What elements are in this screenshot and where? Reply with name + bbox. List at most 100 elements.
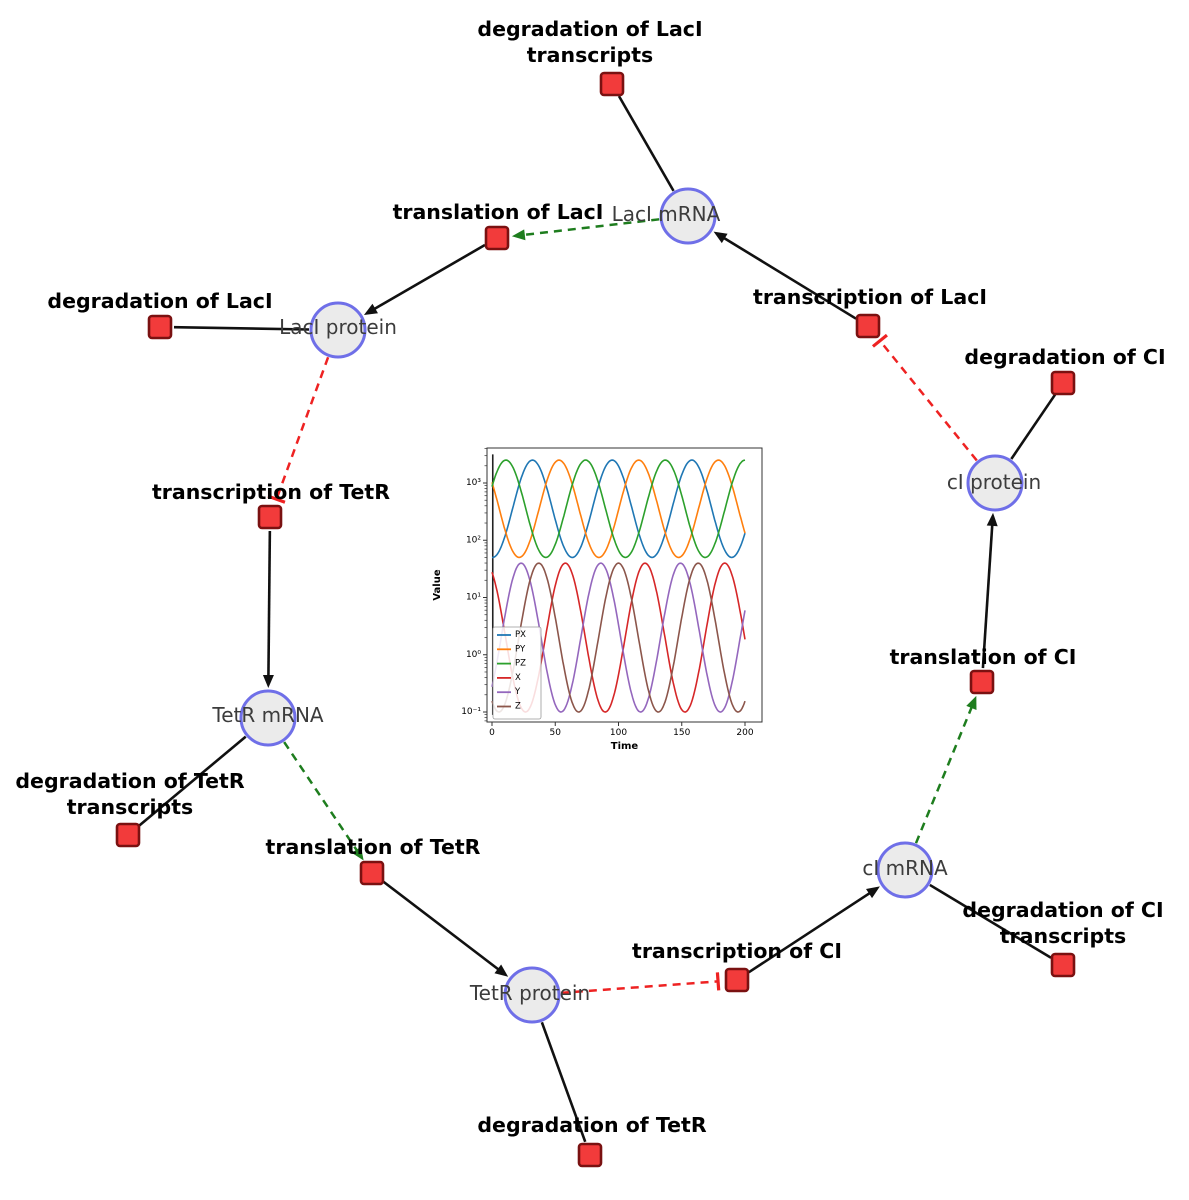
x-tick-label: 150 <box>673 728 690 738</box>
reaction-node-r_tx_ci[interactable] <box>724 967 750 993</box>
inhibition-edge-line <box>878 339 978 462</box>
reaction-node-r_deg_tetr_tx[interactable] <box>115 822 141 848</box>
production-edge-line <box>748 890 873 974</box>
legend-label-PZ: PZ <box>515 659 526 669</box>
reaction-label-r_transl_laci-line0: translation of LacI <box>393 200 604 224</box>
x-tick-label: 200 <box>736 728 753 738</box>
production-arrowhead <box>494 964 509 977</box>
y-tick-label: 10³ <box>466 478 481 488</box>
reaction-node-r_transl_tetr[interactable] <box>359 860 385 886</box>
edge-laci_protein-r_tx_tetr <box>267 356 330 504</box>
species-node-ci_protein[interactable] <box>966 454 1024 512</box>
inhibition-edge-line <box>275 356 330 500</box>
inhibition-tbar <box>715 972 721 991</box>
reaction-label-r_deg_laci_tx-line0: degradation of LacI <box>477 17 702 41</box>
reaction-node-r_deg_ci[interactable] <box>1050 370 1076 396</box>
x-axis-label: Time <box>611 741 639 752</box>
species-label-laci_mrna: LacI mRNA <box>612 202 721 226</box>
reaction-label-r_transl_ci-line0: translation of CI <box>890 645 1077 669</box>
consumption-edge-line <box>617 95 675 192</box>
consumption-edge-line <box>1010 393 1057 460</box>
reaction-label-r_tx_ci-line0: transcription of CI <box>632 939 842 963</box>
reaction-node-r_deg_laci_tx[interactable] <box>599 71 625 97</box>
inhibition-tbar <box>871 333 888 348</box>
inhibition-edge-line <box>560 980 719 995</box>
legend-label-Y: Y <box>514 687 521 697</box>
species-label-ci_protein: cI protein <box>947 470 1041 494</box>
species-node-laci_protein[interactable] <box>309 301 367 359</box>
species-label-laci_protein: LacI protein <box>279 315 397 339</box>
production-arrowhead <box>866 886 880 899</box>
species-node-ci_mrna[interactable] <box>876 841 934 899</box>
chart-legend: PX PY PZ XYZ <box>492 626 542 720</box>
legend-label-Z: Z <box>515 702 521 712</box>
legend-label-X: X <box>515 673 521 683</box>
edge-r_tx_tetr-tetr_mrna <box>262 530 274 689</box>
reaction-label-r_deg_tetr-line0: degradation of TetR <box>477 1113 706 1137</box>
reaction-node-r_transl_ci[interactable] <box>969 669 995 695</box>
production-edge-line <box>371 243 486 312</box>
species-node-tetr_protein[interactable] <box>503 966 561 1024</box>
edge-ci_mrna-r_transl_ci <box>914 695 977 844</box>
edge-tetr_protein-r_deg_tetr <box>540 1021 587 1143</box>
edge-ci_protein-r_tx_laci <box>871 333 978 462</box>
edge-tetr_protein-r_tx_ci <box>560 972 721 995</box>
y-tick-label: 10⁰ <box>466 650 481 660</box>
reaction-label-r_deg_tetr_tx-line1: transcripts <box>67 795 194 819</box>
edge-laci_mrna-r_deg_laci_tx <box>617 95 675 192</box>
y-tick-label: 10¹ <box>466 593 481 603</box>
reaction-node-r_tx_tetr[interactable] <box>257 504 283 530</box>
edge-r_transl_tetr-tetr_protein <box>382 880 509 977</box>
consumption-edge-line <box>137 735 247 828</box>
reaction-node-r_deg_ci_tx[interactable] <box>1050 952 1076 978</box>
production-arrowhead <box>262 674 274 689</box>
edge-ci_protein-r_deg_ci <box>1010 393 1057 460</box>
consumption-edge-line <box>929 883 1052 959</box>
inhibition-tbar <box>267 494 286 504</box>
x-tick-label: 0 <box>489 728 495 738</box>
reaction-label-r_tx_laci-line0: transcription of LacI <box>753 285 987 309</box>
reaction-node-r_transl_laci[interactable] <box>484 225 510 251</box>
edge-laci_mrna-r_transl_laci <box>511 218 660 241</box>
y-tick-label: 10² <box>466 535 481 545</box>
reaction-node-r_deg_tetr[interactable] <box>577 1142 603 1168</box>
consumption-edge-line <box>173 325 310 331</box>
x-tick-label: 100 <box>610 728 627 738</box>
edge-laci_protein-r_deg_laci <box>173 325 310 331</box>
reaction-label-r_deg_laci_tx-line1: transcripts <box>527 43 654 67</box>
legend-label-PY: PY <box>515 644 526 654</box>
modifier-arrowhead <box>511 229 526 241</box>
y-axis-label: Value <box>432 569 443 600</box>
reaction-label-r_deg_ci_tx-line1: transcripts <box>1000 924 1127 948</box>
modifier-edge-line <box>914 704 974 844</box>
production-arrowhead <box>986 512 998 527</box>
reaction-node-r_deg_laci[interactable] <box>147 314 173 340</box>
edge-r_transl_ci-ci_protein <box>981 512 998 669</box>
species-node-tetr_mrna[interactable] <box>239 689 297 747</box>
production-arrowhead <box>363 303 378 315</box>
edge-r_transl_laci-laci_protein <box>363 243 486 315</box>
production-arrowhead <box>713 231 728 244</box>
production-edge-line <box>981 522 994 669</box>
edge-r_tx_ci-ci_mrna <box>748 886 880 974</box>
reaction-node-r_tx_laci[interactable] <box>855 313 881 339</box>
edge-tetr_mrna-r_transl_tetr <box>283 741 364 861</box>
nodes-layer <box>115 71 1076 1168</box>
chart-series-layer <box>491 454 746 715</box>
production-edge-line <box>721 235 857 320</box>
reaction-label-r_transl_tetr-line0: translation of TetR <box>266 835 481 859</box>
series-line-Z <box>491 562 746 713</box>
y-tick-label: 10⁻¹ <box>461 707 481 717</box>
reaction-label-r_deg_tetr_tx-line0: degradation of TetR <box>15 769 244 793</box>
species-label-ci_mrna: cI mRNA <box>862 856 948 880</box>
edges-layer <box>137 95 1057 1143</box>
species-node-laci_mrna[interactable] <box>659 187 717 245</box>
legend-label-PX: PX <box>515 630 526 640</box>
modifier-arrowhead <box>351 846 364 861</box>
modifier-edge-line <box>521 218 660 237</box>
